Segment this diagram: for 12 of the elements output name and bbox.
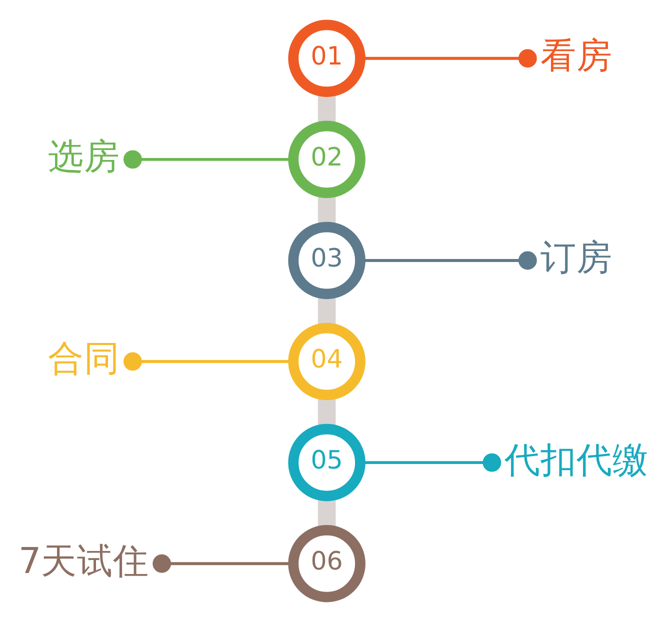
node-text: 代扣代缴: [504, 440, 648, 481]
node-circle: 01: [288, 20, 366, 98]
node-text: 看房: [540, 36, 612, 77]
node-text: 7天试住: [18, 540, 150, 582]
node-circle: 03: [288, 222, 366, 300]
node-circle: 06: [288, 524, 366, 602]
node-text: 订房: [540, 238, 612, 279]
node-text: 合同: [48, 338, 120, 380]
node-circle: 05: [288, 424, 366, 502]
node-text: 选房: [48, 136, 120, 178]
node-circle: 04: [288, 322, 366, 400]
node-circle: 02: [288, 120, 366, 198]
